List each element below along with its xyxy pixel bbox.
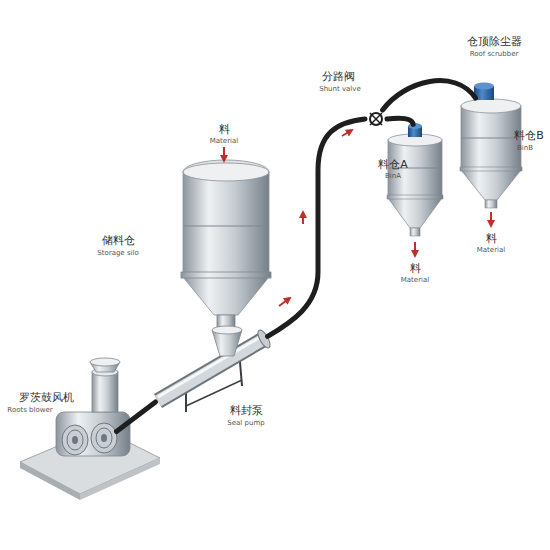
roots-blower-drawing: [20, 358, 160, 500]
node-title: 料封泵: [230, 405, 263, 416]
bin-b-drawing: [460, 99, 522, 208]
conveying-pipe: [117, 402, 156, 432]
material-label: 料: [486, 233, 497, 244]
node-title: 罗茨鼓风机: [19, 392, 74, 403]
roof-scrubber-drawing: [474, 83, 494, 101]
conveying-pipe: [387, 118, 413, 124]
material-arrow: [414, 242, 416, 256]
node-subtitle: Seal pump: [227, 420, 264, 427]
material-label: 料: [410, 263, 421, 274]
bin-a: 料仓ABinA: [388, 122, 444, 242]
node-title: 分路阀: [322, 71, 355, 82]
node-subtitle: BinA: [385, 173, 401, 180]
conveying-pipe: [268, 119, 365, 336]
material-arrow: [490, 212, 492, 226]
storage-silo: 储料仓Storage silo: [183, 158, 270, 330]
material-label: 料: [219, 124, 230, 135]
node-subtitle: Roots blower: [7, 407, 52, 414]
seal-pump-drawing: [158, 326, 272, 412]
node-title: 仓顶除尘器: [467, 36, 522, 47]
flow-arrow: [342, 130, 352, 136]
shunt-valve-drawing: [370, 113, 382, 125]
node-title: 料仓B: [514, 130, 544, 141]
node-title: 料仓A: [378, 159, 408, 170]
material-label: Material: [401, 277, 429, 284]
node-subtitle: Shunt valve: [319, 86, 361, 93]
roots-blower: 罗茨鼓风机Roots blower: [40, 360, 130, 470]
node-subtitle: Roof scrubber: [470, 51, 519, 58]
material-label: Material: [477, 247, 505, 254]
storage-silo-drawing: [181, 160, 271, 327]
bin-a-drawing: [387, 123, 443, 236]
conveying-pipe: [383, 81, 476, 110]
material-arrow: [223, 147, 225, 161]
node-title: 储料仓: [102, 235, 135, 246]
seal-pump: 料封泵Seal pump: [152, 330, 270, 410]
node-subtitle: Storage silo: [97, 250, 138, 257]
bin-b: 料仓BBinB: [460, 98, 522, 214]
flow-arrow: [279, 298, 290, 306]
shunt-valve: 分路阀Shunt valve: [365, 110, 387, 128]
roof-scrubber: 仓顶除尘器Roof scrubber: [470, 82, 496, 100]
material-label: Material: [210, 138, 238, 145]
flow-arrow: [302, 212, 304, 224]
node-subtitle: BinB: [517, 145, 533, 152]
